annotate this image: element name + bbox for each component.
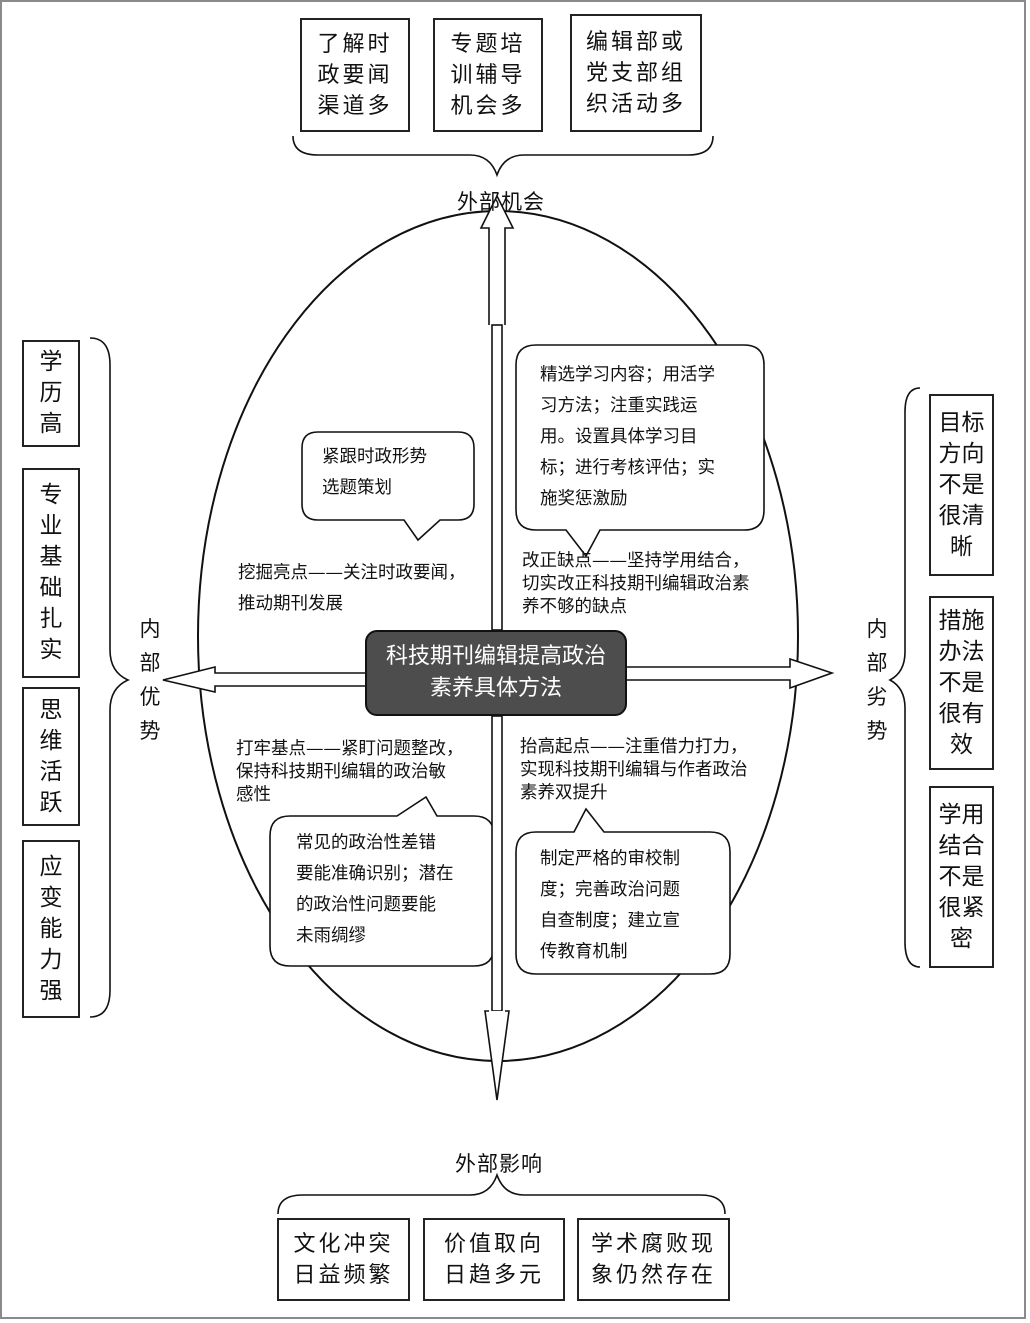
arrow-right xyxy=(627,657,835,690)
left-box-3: 思 维 活 跃 xyxy=(22,687,80,826)
brace-top xyxy=(292,135,714,178)
right-box-3: 学用 结合 不是 很紧 密 xyxy=(929,786,994,968)
top-box-1: 了解时 政要闻 渠道多 xyxy=(300,18,410,132)
left-box-2: 专 业 基 础 扎 实 xyxy=(22,468,80,678)
arrow-left xyxy=(162,665,365,694)
bubble-top-right xyxy=(515,344,765,558)
bubble-bottom-right-text: 制定严格的审校制 度；完善政治问题 自查制度；建立宣 传教育机制 xyxy=(540,849,680,962)
left-label: 内 部 优 势 xyxy=(139,617,161,743)
right-label: 内 部 劣 势 xyxy=(866,617,888,743)
top-label: 外部机会 xyxy=(457,190,545,214)
bubble-bottom-left xyxy=(269,795,495,967)
bubble-bottom-right xyxy=(515,807,731,975)
left-box-4: 应 变 能 力 强 xyxy=(22,840,80,1018)
bubble-top-right-text: 精选学习内容；用活学 习方法；注重实践运 用。设置具体学习目 标；进行考核评估；… xyxy=(540,365,715,509)
bubble-top-left-text: 紧跟时政形势 选题策划 xyxy=(322,447,427,498)
bottom-label: 外部影响 xyxy=(455,1152,543,1176)
arrow-shaft-bottom xyxy=(491,715,503,1012)
arrow-up xyxy=(479,194,515,325)
bottom-box-3: 学术腐败现 象仍然存在 xyxy=(577,1218,730,1301)
center-title-box: 科技期刊编辑提高政治 素养具体方法 xyxy=(365,630,627,716)
bubble-top-left xyxy=(301,431,475,542)
arrow-down xyxy=(484,1010,510,1101)
arrow-shaft-top xyxy=(491,324,503,631)
top-box-2: 专题培 训辅导 机会多 xyxy=(433,18,543,132)
brace-right xyxy=(888,387,921,968)
bottom-left-text: 打牢基点——紧盯问题整改， 保持科技期刊编辑的政治敏 感性 xyxy=(236,739,464,805)
brace-bottom xyxy=(277,1172,726,1215)
right-box-2: 措施 办法 不是 很有 效 xyxy=(929,596,994,770)
top-right-text: 改正缺点——坚持学用结合， 切实改正科技期刊编辑政治素 养不够的缺点 xyxy=(522,551,750,617)
left-box-1: 学 历 高 xyxy=(22,340,80,447)
brace-left xyxy=(89,337,130,1018)
bottom-box-2: 价值取向 日趋多元 xyxy=(423,1218,565,1301)
top-left-text: 挖掘亮点——关注时政要闻， 推动期刊发展 xyxy=(238,563,466,614)
bottom-right-text: 抬高起点——注重借力打力， 实现科技期刊编辑与作者政治 素养双提升 xyxy=(520,737,748,803)
bubble-bottom-left-text: 常见的政治性差错 要能准确识别；潜在 的政治性问题要能 未雨绸缪 xyxy=(296,833,454,946)
top-box-3: 编辑部或 党支部组 织活动多 xyxy=(570,14,702,132)
bottom-box-1: 文化冲突 日益频繁 xyxy=(277,1218,410,1301)
right-box-1: 目标 方向 不是 很清 晰 xyxy=(929,394,994,576)
